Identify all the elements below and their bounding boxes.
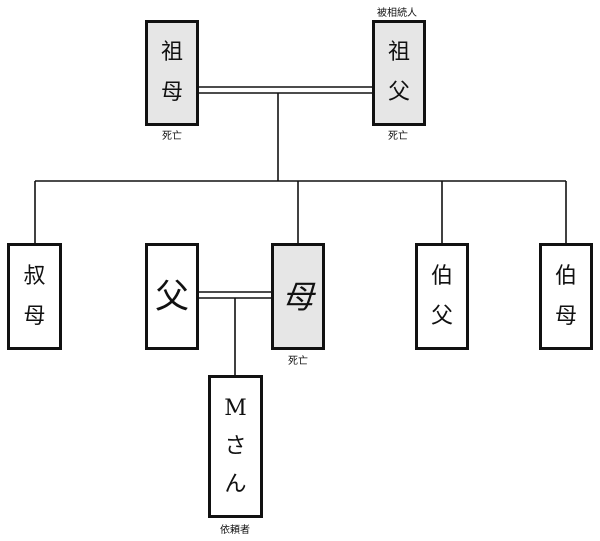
father-char: 父 (155, 276, 189, 317)
client-char-2: さ (224, 433, 247, 459)
grandfather-role-label: 被相続人 (377, 8, 417, 19)
aunt-hakubo-char-1: 伯 (554, 263, 577, 289)
aunt-shukubo-char-2: 母 (23, 303, 46, 329)
mother-box[interactable]: 母 (271, 243, 325, 350)
uncle-hakufu-char-1: 伯 (430, 263, 453, 289)
grandfather-status-label: 死亡 (388, 131, 408, 142)
client-box[interactable]: M さ ん (208, 375, 263, 518)
grandfather-box[interactable]: 祖 父 (372, 20, 426, 126)
aunt-shukubo-char-1: 叔 (23, 263, 46, 289)
client-char-3: ん (224, 471, 247, 497)
grandfather-char-1: 祖 (387, 40, 410, 65)
uncle-hakufu-box[interactable]: 伯 父 (415, 243, 469, 350)
grandmother-box[interactable]: 祖 母 (145, 20, 199, 126)
uncle-hakufu-char-2: 父 (430, 303, 453, 329)
mother-char: 母 (281, 277, 314, 316)
grandmother-char-2: 母 (160, 80, 183, 105)
grandfather-char-2: 父 (387, 80, 410, 105)
client-role-label: 依頼者 (220, 525, 250, 536)
aunt-hakubo-char-2: 母 (554, 303, 577, 329)
father-box[interactable]: 父 (145, 243, 199, 350)
grandmother-char-1: 祖 (160, 40, 183, 65)
aunt-hakubo-box[interactable]: 伯 母 (539, 243, 593, 350)
mother-status-label: 死亡 (288, 356, 308, 367)
grandmother-status-label: 死亡 (162, 131, 182, 142)
client-char-1: M (224, 395, 247, 421)
aunt-shukubo-box[interactable]: 叔 母 (7, 243, 62, 350)
